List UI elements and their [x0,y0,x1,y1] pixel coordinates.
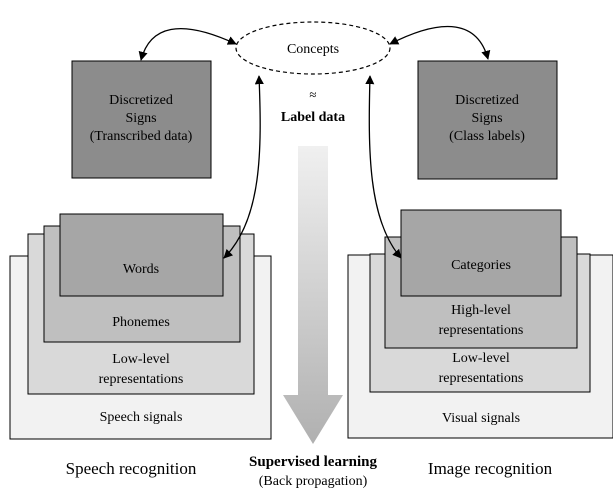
phonemes-label: Phonemes [112,315,170,330]
high-level-line2: representations [439,323,524,338]
concepts-label: Concepts [287,42,339,57]
right-signs-line3: (Class labels) [449,129,525,144]
left-low-level-line1: Low-level [112,352,170,367]
speech-signals-label: Speech signals [100,410,183,425]
words-box [59,213,224,297]
left-low-level-line2: representations [99,372,184,387]
left-signs-box [71,60,212,179]
right-low-level-line1: Low-level [452,351,510,366]
approx-symbol: ≈ [309,87,316,102]
right-signs-line2: Signs [471,111,502,126]
connector-left-signs [138,27,237,61]
left-signs-line1: Discretized [109,93,173,108]
right-signs-line1: Discretized [455,93,519,108]
right-low-level-line2: representations [439,371,524,386]
connector-categories [365,75,402,259]
connector-right-signs [389,25,491,60]
categories-label: Categories [451,258,511,273]
label-data-label: Label data [281,110,345,125]
left-signs-line2: Signs [125,111,156,126]
image-recognition-caption: Image recognition [428,459,553,478]
supervised-learning-arrow [283,146,343,444]
high-level-line1: High-level [451,303,511,318]
categories-box [400,209,562,297]
image-stack [347,209,613,439]
back-propagation-caption: (Back propagation) [259,474,368,489]
supervised-learning-caption: Supervised learning [249,454,377,470]
words-label: Words [123,262,159,277]
speech-recognition-caption: Speech recognition [66,459,197,478]
left-signs-line3: (Transcribed data) [90,129,193,144]
visual-signals-label: Visual signals [442,411,520,426]
right-signs-box [417,60,558,180]
speech-stack [9,213,272,440]
connector-words [223,75,264,259]
